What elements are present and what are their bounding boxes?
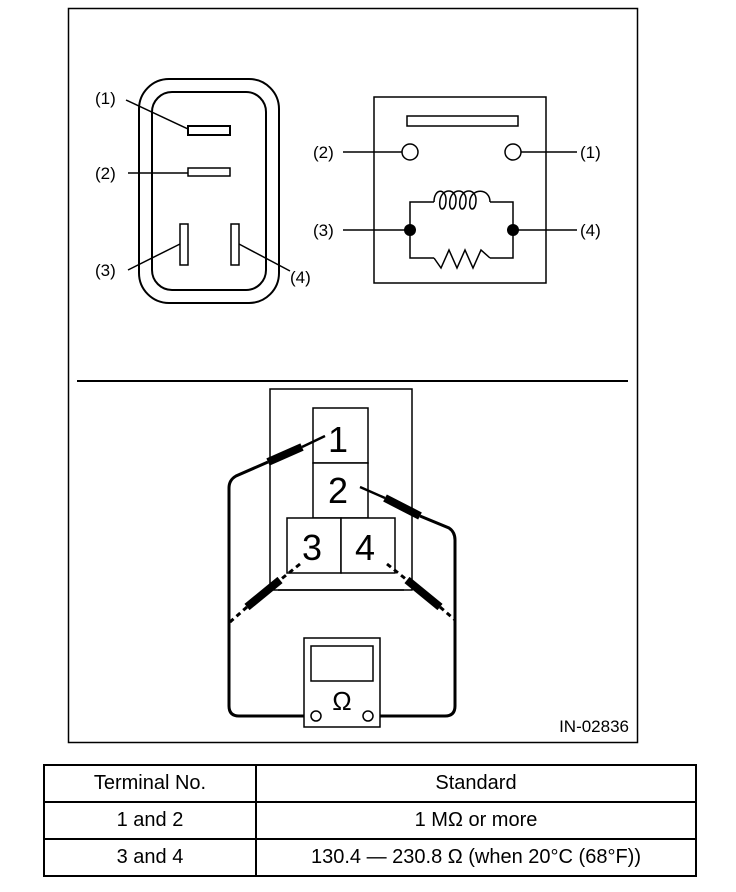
circuit-label-4: (4) xyxy=(580,221,601,240)
connector-inner-housing xyxy=(151,91,267,291)
contact-1-terminal xyxy=(504,143,522,161)
cell-standard: 130.4 — 230.8 Ω (when 20°C (68°F)) xyxy=(255,838,697,877)
connector-label-1: (1) xyxy=(95,89,116,108)
spec-table: Terminal No. Standard 1 and 2 1 MΩ or mo… xyxy=(43,764,697,877)
connector-label-3: (3) xyxy=(95,261,116,280)
terminal-number-1: 1 xyxy=(328,419,348,460)
relay-contact-bar xyxy=(406,115,519,127)
terminal-3-slot xyxy=(179,223,189,266)
ohmmeter: Ω xyxy=(303,637,381,728)
cell-terminal: 1 and 2 xyxy=(43,801,257,840)
circuit-network-frame xyxy=(409,201,514,259)
connector-label-4: (4) xyxy=(290,268,311,287)
terminal-box-3 xyxy=(286,517,342,574)
header-standard: Standard xyxy=(255,764,697,803)
leader-line-3 xyxy=(127,243,181,271)
terminal-number-2: 2 xyxy=(328,470,348,511)
terminal-2-slot xyxy=(187,167,231,177)
connector-outer-housing xyxy=(138,78,280,304)
connector-label-2: (2) xyxy=(95,164,116,183)
cell-standard: 1 MΩ or more xyxy=(255,801,697,840)
relay-body xyxy=(373,96,547,284)
figure-code: IN-02836 xyxy=(559,717,629,736)
meter-terminal-left xyxy=(310,710,322,722)
header-terminal-no: Terminal No. xyxy=(43,764,257,803)
leader-line-4 xyxy=(238,243,291,272)
terminal-number-4: 4 xyxy=(355,527,375,568)
table-row: 3 and 4 130.4 — 230.8 Ω (when 20°C (68°F… xyxy=(43,838,697,877)
terminal-number-3: 3 xyxy=(302,527,322,568)
terminal-box-4 xyxy=(340,517,396,574)
figure-frame xyxy=(67,7,639,744)
ohmmeter-display xyxy=(310,645,374,682)
circuit-label-1: (1) xyxy=(580,143,601,162)
contact-2-terminal xyxy=(401,143,419,161)
table-row: 1 and 2 1 MΩ or more xyxy=(43,801,697,840)
probe-lead-2 xyxy=(359,485,457,718)
terminal-1-slot xyxy=(187,125,231,136)
leader-line-1 xyxy=(125,99,189,130)
probe-lead-4-dashed xyxy=(386,562,456,622)
resistor-icon xyxy=(433,248,491,270)
table-header-row: Terminal No. Standard xyxy=(43,764,697,803)
circuit-view: (2) (1) (3) (4) xyxy=(313,96,601,284)
ohm-symbol-icon: Ω xyxy=(332,686,351,716)
circuit-label-3: (3) xyxy=(313,221,334,240)
circuit-label-2: (2) xyxy=(313,143,334,162)
terminal-box-2 xyxy=(312,462,369,519)
connector-view: (1) (2) (3) (4) xyxy=(95,78,311,304)
cell-terminal: 3 and 4 xyxy=(43,838,257,877)
terminal-4-slot xyxy=(230,223,240,266)
probe-lead-1 xyxy=(227,434,326,718)
terminal-box-1 xyxy=(312,407,369,464)
measurement-view: 1 2 3 4 Ω xyxy=(227,388,629,736)
coil-icon xyxy=(433,190,491,210)
probe-lead-3-dashed xyxy=(229,562,301,624)
meter-terminal-right xyxy=(362,710,374,722)
relay-diagram: (1) (2) (3) (4) (2) (1) (3) (4) 1 2 3 xyxy=(67,7,639,744)
